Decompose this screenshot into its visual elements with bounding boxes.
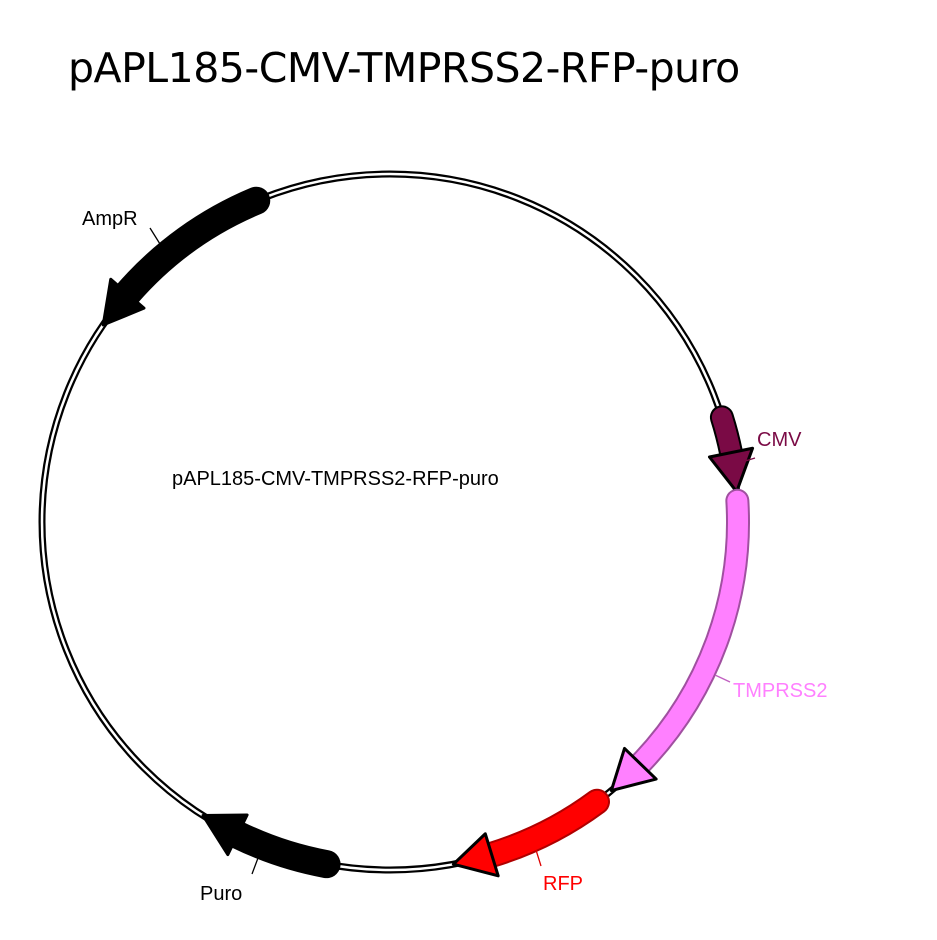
plasmid-center-label: pAPL185-CMV-TMPRSS2-RFP-puro bbox=[172, 468, 499, 490]
feature-tmprss2-arrowhead bbox=[609, 746, 658, 793]
feature-puro-arrowhead bbox=[201, 813, 249, 857]
puro-leader bbox=[251, 857, 259, 875]
page-title: pAPL185-CMV-TMPRSS2-RFP-puro bbox=[68, 44, 740, 92]
feature-cmv-arrowhead bbox=[707, 446, 755, 494]
feature-ampr-arc[interactable] bbox=[115, 188, 269, 306]
feature-label-tmprss2: TMPRSS2 bbox=[733, 680, 828, 702]
feature-label-cmv: CMV bbox=[757, 429, 802, 451]
tmprss2-leader bbox=[714, 674, 731, 683]
rfp-leader bbox=[535, 849, 542, 867]
feature-cmv-arc[interactable] bbox=[711, 407, 742, 463]
feature-ampr-arrowhead bbox=[101, 277, 146, 327]
feature-puro-arc[interactable] bbox=[225, 822, 339, 877]
feature-label-rfp: RFP bbox=[543, 873, 583, 895]
cmv-leader bbox=[741, 457, 756, 463]
ampr-leader bbox=[149, 227, 161, 245]
feature-label-ampr: AmpR bbox=[82, 208, 138, 230]
feature-label-puro: Puro bbox=[200, 883, 243, 905]
feature-tmprss2-arc[interactable] bbox=[630, 490, 748, 774]
feature-rfp-arc[interactable] bbox=[480, 790, 608, 866]
feature-rfp-arrowhead bbox=[451, 832, 500, 878]
